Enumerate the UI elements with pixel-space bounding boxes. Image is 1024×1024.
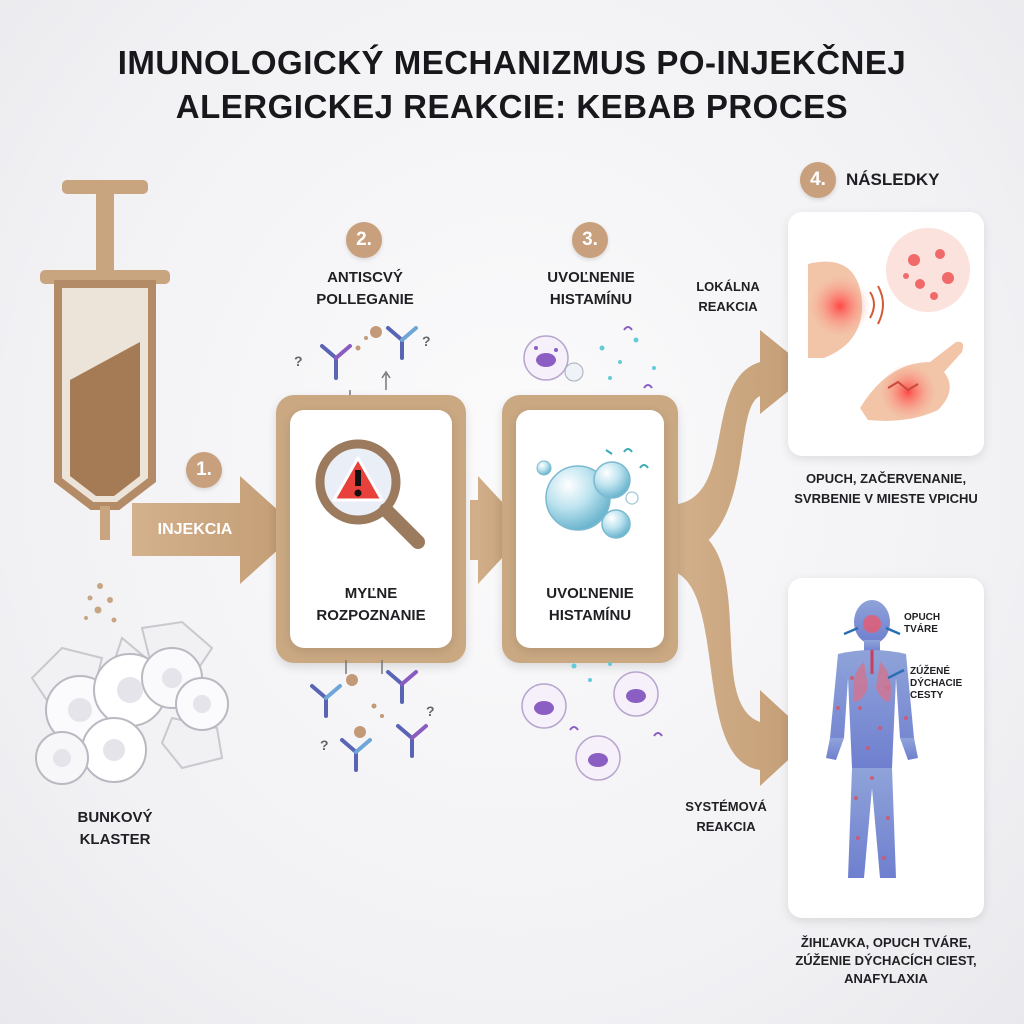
annotation-airway-line3: CESTY	[910, 690, 944, 701]
cell-cluster-label-line1: BUNKOVÝ	[77, 809, 153, 826]
branch-arrow-systemic	[668, 520, 812, 786]
systemic-caption-line1: ŽIHĽAVKA, OPUCH TVÁRE,	[800, 935, 972, 950]
step4-label: NÁSLEDKY	[846, 170, 940, 189]
local-reaction-label-line1: LOKÁLNA	[696, 279, 760, 294]
step1-badge: 1.	[186, 452, 222, 488]
systemic-reaction-label-line2: REAKCIA	[696, 819, 756, 834]
human-body-illustration	[826, 600, 918, 878]
svg-text:?: ?	[426, 703, 435, 719]
annotation-face-line2: TVÁRE	[904, 624, 938, 635]
step3-card-label-line2: HISTAMÍNU	[548, 607, 632, 624]
step3-card-label-line1: UVOĽNENIE	[546, 585, 634, 602]
diagram-title-line1: IMUNOLOGICKÝ MECHANIZMUS PO-INJEKČNEJ	[117, 44, 907, 81]
cell-cluster-label-line2: KLASTER	[79, 831, 151, 848]
syringe-icon	[40, 180, 170, 540]
droplets	[84, 583, 117, 623]
histamine-bubbles-icon	[536, 448, 649, 539]
step2-card-label-line2: ROZPOZNANIE	[316, 607, 426, 624]
svg-text:?: ?	[294, 353, 303, 369]
branch-arrow-local	[668, 330, 812, 560]
local-reaction-illustration	[808, 228, 970, 421]
injection-arrow	[132, 476, 300, 584]
diagram-title-line2: ALERGICKEJ REAKCIE: KEBAB PROCES	[175, 88, 849, 125]
step3-card	[516, 410, 664, 648]
step2-card-label-line1: MYĽNE	[344, 585, 398, 602]
local-reaction-label-line2: REAKCIA	[698, 299, 758, 314]
systemic-reaction-label-line1: SYSTÉMOVÁ	[685, 799, 767, 814]
systemic-caption-line3: ANAFYLAXIA	[844, 971, 928, 986]
mast-cells-bottom-icon	[521, 662, 663, 781]
svg-text:?: ?	[320, 737, 329, 753]
mast-cells-top-icon	[523, 326, 656, 389]
annotation-face-line1: OPUCH	[904, 612, 941, 623]
injection-arrow-label: INJEKCIA	[157, 521, 233, 538]
step2-top-label-line2: POLLEGANIE	[316, 291, 414, 308]
step4-badge: 4.	[800, 162, 836, 198]
step3-top-label-line2: HISTAMÍNU	[549, 291, 633, 308]
annotation-airway-line2: DÝCHACIE	[910, 678, 963, 689]
systemic-caption-line2: ZÚŽENIE DÝCHACÍCH CIEST,	[795, 953, 977, 968]
local-reaction-caption-line2: SVRBENIE V MIESTE VPICHU	[794, 491, 978, 506]
step2-to-step3-arrow	[470, 476, 528, 584]
step3-top-label-line1: UVOĽNENIE	[547, 269, 635, 286]
warning-magnifier-icon	[315, 439, 425, 549]
cell-cluster-icon	[30, 620, 229, 785]
svg-text:?: ?	[422, 333, 431, 349]
antibodies-bottom-icon: ? ?	[310, 660, 435, 772]
step3-badge: 3.	[572, 222, 608, 258]
antibodies-top-icon: ? ?	[294, 326, 431, 402]
local-reaction-caption-line1: OPUCH, ZAČERVENANIE,	[805, 471, 967, 486]
step2-badge: 2.	[346, 222, 382, 258]
annotation-airway-line1: ZÚŽENÉ	[910, 666, 950, 677]
step2-top-label-line1: ANTISCVÝ	[327, 269, 403, 286]
